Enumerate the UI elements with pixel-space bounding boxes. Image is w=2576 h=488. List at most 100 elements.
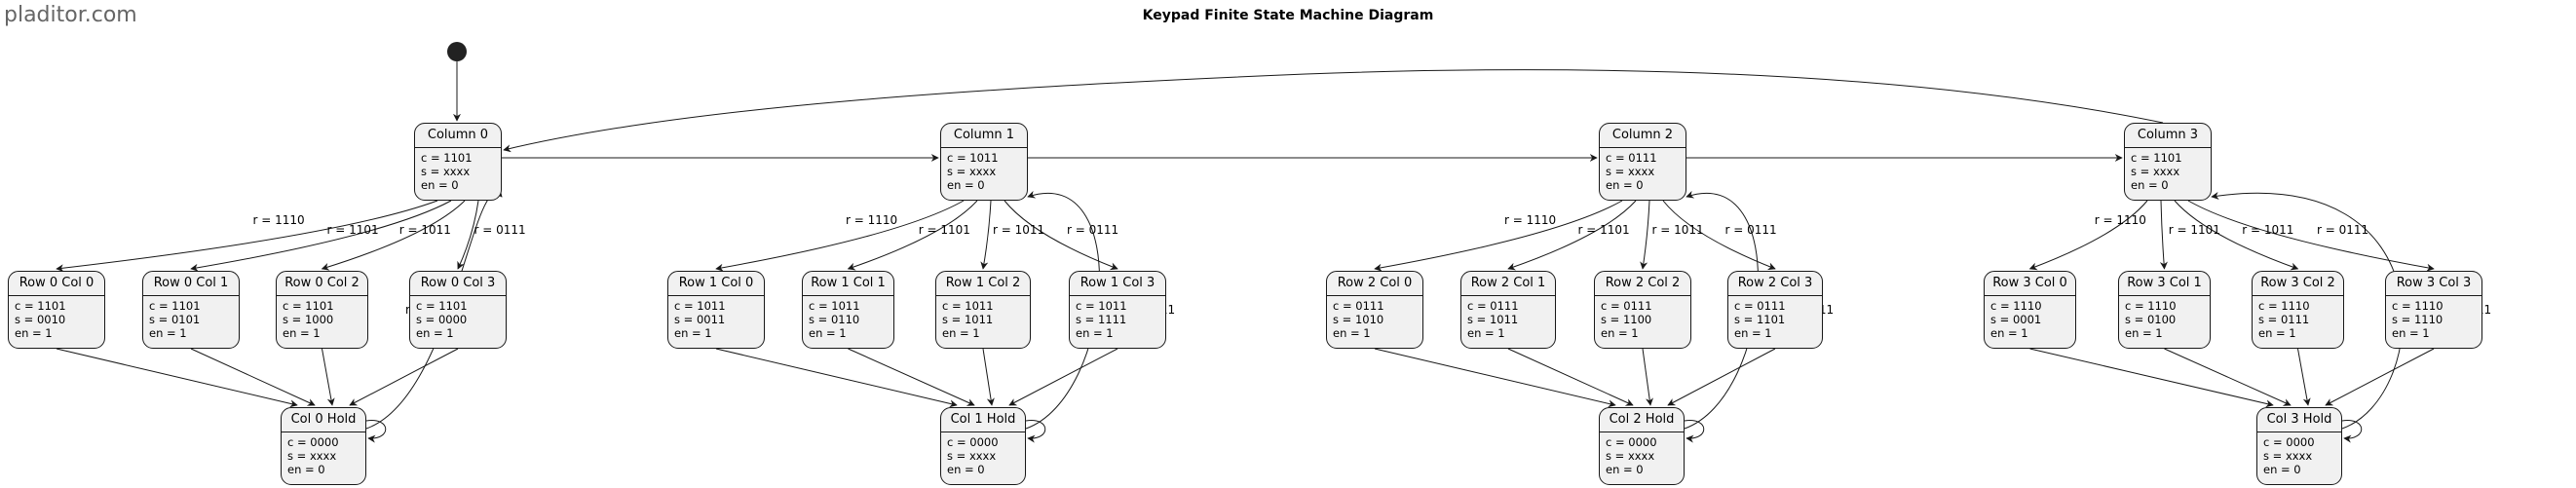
state-name: Row 0 Col 1 [143, 272, 239, 296]
state-name: Row 1 Col 0 [668, 272, 764, 296]
state-name: Col 1 Hold [941, 408, 1025, 432]
transition-c0-r0c0 [56, 200, 438, 273]
transition-c3-r3c1 [2159, 200, 2168, 270]
transition-c2-r2c2 [1640, 200, 1650, 270]
state-variable: en = 0 [947, 178, 985, 192]
diagram-title: Keypad Finite State Machine Diagram [1142, 8, 1434, 23]
state-variable: c = 1011 [1076, 299, 1127, 313]
state-variable: en = 1 [283, 326, 321, 340]
state-name: Col 0 Hold [282, 408, 365, 432]
self-loop-h3 [2341, 420, 2363, 443]
transition-r0c1-h0 [190, 348, 316, 406]
transition-label: r = 0111 [2317, 223, 2368, 237]
transition-c1-r1c2 [980, 200, 992, 270]
state-variable: s = xxxx [947, 165, 997, 178]
state-name: Column 1 [941, 124, 1027, 148]
state-variable: c = 0000 [287, 435, 339, 449]
transition-r2c3-h2 [1667, 348, 1776, 406]
state-variable: en = 1 [416, 326, 454, 340]
transition-r0c3-h0 [349, 348, 459, 406]
transition-r2c1-h2 [1507, 348, 1634, 406]
state-variable: en = 1 [1076, 326, 1114, 340]
transition-label: r = 1011 [2242, 223, 2293, 237]
state-variable: s = 0110 [809, 313, 860, 326]
state-name: Row 3 Col 1 [2119, 272, 2210, 296]
state-variable: en = 1 [149, 326, 187, 340]
transition-r2c2-h2 [1642, 348, 1653, 406]
state-variable: en = 1 [1990, 326, 2028, 340]
state-variable: s = xxxx [1606, 165, 1655, 178]
state-name: Column 2 [1600, 124, 1686, 148]
state-variable: s = 0001 [1990, 313, 2042, 326]
transition-c1-r1c1 [847, 200, 978, 271]
transition-c3-c0 [503, 69, 2164, 153]
state-variable: c = 0111 [1467, 299, 1519, 313]
initial-state-dot [447, 42, 467, 61]
state-variable: c = 1101 [283, 299, 334, 313]
state-name: Row 0 Col 2 [277, 272, 367, 296]
state-variable: s = 1011 [1467, 313, 1519, 326]
state-variable: en = 1 [15, 326, 53, 340]
state-variable: s = xxxx [287, 449, 337, 463]
state-variable: c = 1011 [674, 299, 726, 313]
state-variable: c = 1110 [2258, 299, 2310, 313]
transition-r3c3-h3 [2325, 348, 2435, 406]
state-variable: c = 1101 [421, 151, 473, 165]
state-variable: s = 0010 [15, 313, 66, 326]
state-variable: s = 1000 [283, 313, 334, 326]
state-name: Row 1 Col 1 [803, 272, 893, 296]
state-variable: en = 0 [1606, 463, 1644, 476]
state-name: Row 1 Col 3 [1070, 272, 1165, 296]
state-name: Row 3 Col 0 [1985, 272, 2075, 296]
transition-r3c2-h3 [2297, 348, 2311, 406]
state-variable: c = 0000 [947, 435, 999, 449]
state-variable: s = xxxx [2263, 449, 2313, 463]
transition-label: r = 0111 [474, 223, 526, 237]
state-variable: c = 0111 [1601, 299, 1652, 313]
transition-c3-r3c3 [2187, 200, 2435, 272]
state-variable: c = 1011 [947, 151, 999, 165]
state-variable: c = 1110 [1990, 299, 2042, 313]
transition-label: r = 1110 [846, 213, 897, 227]
transition-c2-r2c0 [1374, 200, 1623, 272]
state-variable: c = 1101 [15, 299, 66, 313]
transition-label: r = 1101 [2169, 223, 2220, 237]
transition-label: r = 1110 [2095, 213, 2146, 227]
transition-c0-r0c3 [457, 200, 479, 270]
transition-r0c0-h0 [56, 348, 298, 408]
state-variable: s = xxxx [2131, 165, 2180, 178]
transition-label: r = 1101 [327, 223, 379, 237]
transition-label: r = 0111 [1067, 223, 1118, 237]
state-variable: en = 1 [1333, 326, 1371, 340]
state-name: Row 0 Col 0 [9, 272, 104, 296]
transition-label: r = 1110 [253, 213, 305, 227]
state-variable: c = 0111 [1333, 299, 1384, 313]
state-variable: c = 0111 [1606, 151, 1657, 165]
state-name: Row 2 Col 3 [1728, 272, 1822, 296]
transition-label: r = 1110 [1504, 213, 1556, 227]
state-name: Row 0 Col 3 [410, 272, 506, 296]
transition-r2c0-h2 [1374, 348, 1616, 408]
self-loop-h1 [1025, 420, 1046, 443]
state-name: Row 3 Col 3 [2386, 272, 2481, 296]
state-variable: c = 1011 [942, 299, 994, 313]
transition-c0-r0c2 [321, 200, 466, 271]
state-variable: s = 1011 [942, 313, 994, 326]
state-variable: c = 0000 [1606, 435, 1657, 449]
state-variable: s = 1100 [1601, 313, 1652, 326]
transition-label: r = 1011 [1652, 223, 1704, 237]
